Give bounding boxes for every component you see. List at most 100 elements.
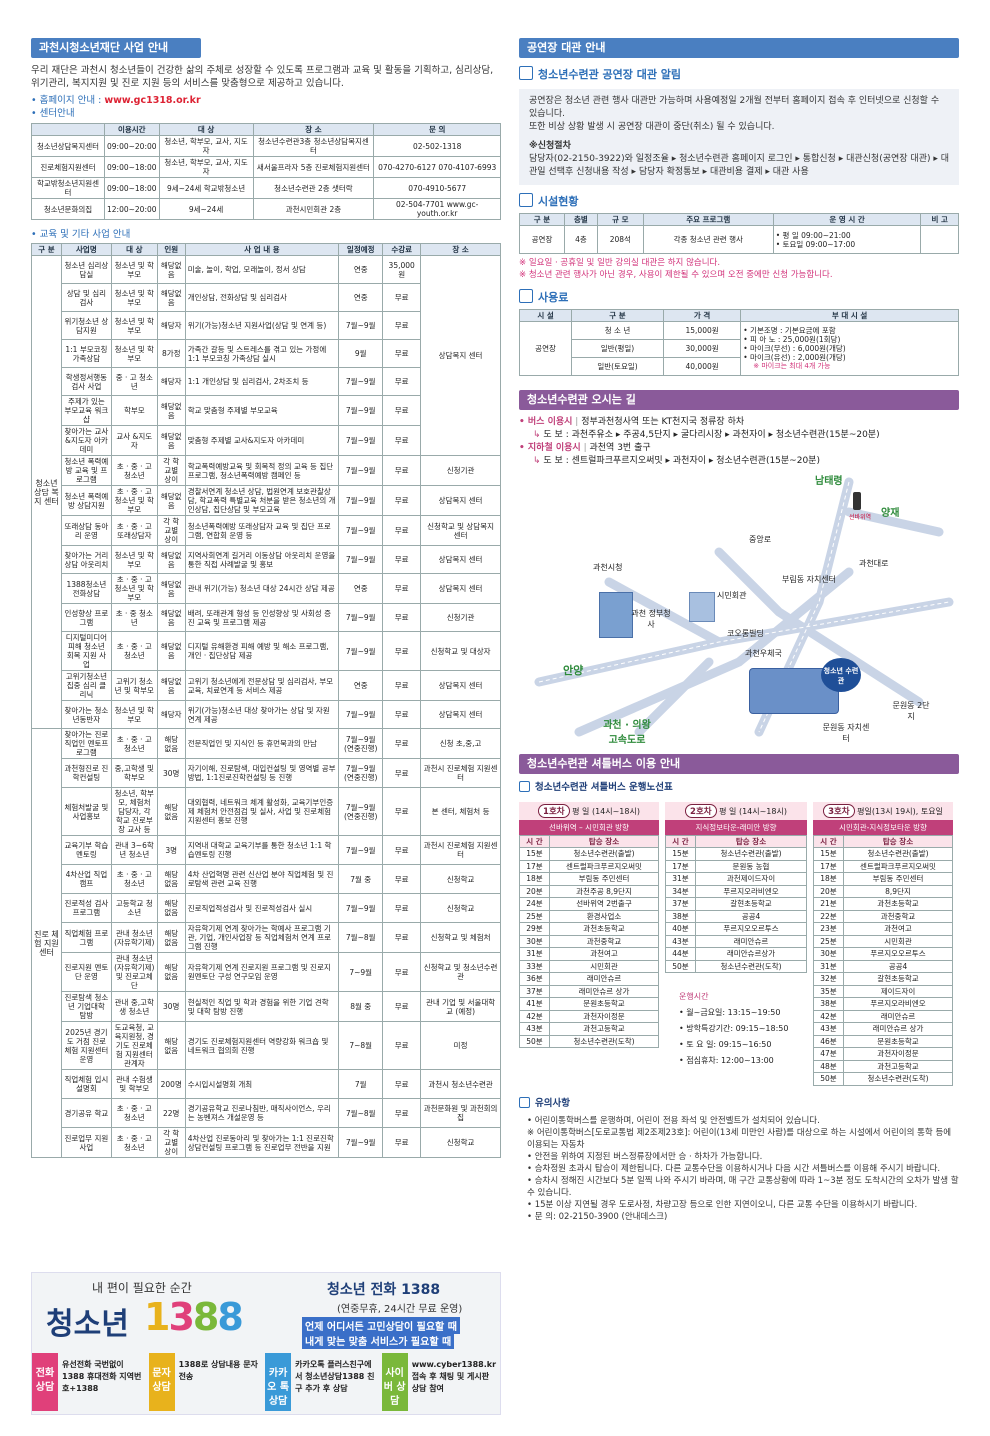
fee-price: 40,000원 <box>662 357 742 376</box>
edu-cell: 7월~9월 <box>338 700 384 729</box>
edu-cell: 신청학교 <box>420 864 501 894</box>
center-cell: 새서울프라자 5층 진로체험지원센터 <box>252 156 375 178</box>
edu-cell: 해당없음 <box>156 395 186 426</box>
fee-extra-note: ※ 마이크는 최대 4개 가능 <box>753 362 831 370</box>
shuttle-ops-line: • 월~금요일: 13:15~19:50 <box>679 1008 781 1017</box>
fee-extra-line: • 마이크(무선) : 6,000원(개당) <box>743 344 846 353</box>
shuttle-stop: 문원동 농협 <box>695 859 807 873</box>
edu-cell: 무료 <box>382 395 422 426</box>
shuttle-stop: 푸르지오라비엔오 <box>695 884 807 898</box>
map-daero: 과천대로 <box>859 559 889 568</box>
facility-hours: • 평 일 09:00~21:00• 토요일 09:00~17:00 <box>772 225 922 254</box>
center-cell: 070-4910-5677 <box>373 177 501 199</box>
edu-header-cell: 수강료 <box>382 243 422 256</box>
edu-cell: 8월 중 <box>338 991 384 1022</box>
shuttle-time: 21분 <box>813 897 844 911</box>
edu-cell: 무료 <box>382 758 422 788</box>
shuttle-time: 15분 <box>665 847 696 861</box>
edu-cell: 7월~9월 <box>338 455 384 486</box>
section-title-directions: 청소년수련관 오시는 길 <box>519 390 959 410</box>
banner-item-key: 카카오 톡상담 <box>265 1353 292 1411</box>
edu-cell: 해당 없음 <box>156 1021 186 1070</box>
edu-cell: 무료 <box>382 545 422 574</box>
shuttle-time: 42분 <box>519 1009 550 1023</box>
facility-cell: 각종 청소년 관련 행사 <box>642 225 774 254</box>
homepage-link[interactable]: www.gc1318.or.kr <box>104 95 201 106</box>
edu-cell: 무료 <box>382 1098 422 1128</box>
edu-cell: 4차 산업혁명 관련 신산업 분야 직업체험 및 진로탐색 관련 교육 진행 <box>184 864 340 894</box>
edu-cell: 2025년 경기도 거점 진로체험 지원센터 운영 <box>60 1021 112 1070</box>
shuttle-stop: 과천여고 <box>549 947 659 961</box>
fee-extra-line: • 피 아 노 : 25,000원(1회당) <box>743 335 841 344</box>
edu-cell: 30명 <box>156 758 186 788</box>
hall-p2: 또한 비상 상황 발생 시 공연장 대관이 중단(취소) 될 수 있습니다. <box>529 122 775 132</box>
caution-item: • 안전을 위하여 지정된 버스정류장에서만 승 · 하차가 가능합니다. <box>527 1151 763 1162</box>
shuttle-time: 50분 <box>813 1072 844 1086</box>
edu-cell: 중 · 고 청소년 <box>110 367 158 396</box>
section-title-foundation: 과천시청소년재단 사업 안내 <box>31 38 201 58</box>
edu-cell: 초 · 중 · 고 청소년 <box>110 728 158 759</box>
fee-header-cell: 가 격 <box>662 309 742 322</box>
shuttle-time: 43분 <box>665 934 696 948</box>
edu-cell: 관내 위기(가능) 청소년 대상 24시간 상담 제공 <box>184 573 340 604</box>
center-cell: 과천시민회관 2층 <box>252 198 375 220</box>
shuttle-route-time: 평 일 (14시~18시) <box>569 807 640 816</box>
edu-cell: 35,000원 <box>382 255 422 284</box>
map-simin: 시민회관 <box>717 591 747 600</box>
edu-cell: 7월~9월 <box>338 893 384 923</box>
shuttle-stop: 래미안슈르상가 <box>695 947 807 961</box>
edu-cell: 신청학교 및 상담복지 센터 <box>420 515 501 546</box>
edu-header-cell: 구 분 <box>31 243 62 256</box>
edu-cell: 무료 <box>382 311 422 340</box>
bus-walk-text: 도 보 : 과천주유소 ▸ 주공4,5단지 ▸ 굴다리시장 ▸ 과천자이 ▸ 청… <box>543 430 880 440</box>
caution-item: ※ 어린이통학버스[도로교통법 제2조제23호]: 어린이(13세 미만인 사람… <box>527 1127 952 1150</box>
edu-cell: 무료 <box>382 367 422 396</box>
shuttle-stop: 문원초등학교 <box>843 1034 953 1048</box>
edu-cell: 7월~9월 <box>338 515 384 546</box>
edu-cell: 7월 <box>338 1069 384 1099</box>
map-bu: 부림동 자치센터 <box>781 575 837 584</box>
shuttle-time: 31분 <box>665 872 696 886</box>
edu-cell: 가족간 갈등 및 스트레스를 겪고 있는 가정에 1:1 부모코칭 가족상담 실… <box>184 339 340 368</box>
edu-cell: 3명 <box>156 835 186 865</box>
banner-title: 청소년 전화 1388 <box>327 1282 441 1298</box>
shuttle-time: 18분 <box>519 872 550 886</box>
intro-text: 우리 재단은 과천시 청소년들이 건강한 삶의 주체로 성장할 수 있도록 프로… <box>31 65 494 89</box>
edu-cell: 청소년 심리상담실 <box>60 255 112 284</box>
edu-cell: 초 · 중 · 고 또래상담자 <box>110 515 158 546</box>
shuttle-stop: 공공4 <box>843 959 953 973</box>
shuttle-stop: 과천여고 <box>843 922 953 936</box>
edu-cell: 찾아가는 청소년동반자 <box>60 700 112 729</box>
edu-cell: 해당없음 <box>156 603 186 632</box>
edu-cell: 7월~9월 <box>338 603 384 632</box>
shuttle-route-dir: 시민회관-지식정보타운 방향 <box>813 820 953 835</box>
shuttle-time: 15분 <box>519 847 550 861</box>
shuttle-stop: 과천초등학교 <box>843 897 953 911</box>
edu-header-cell: 일정예정 <box>338 243 384 256</box>
shuttle-route-head: 3호차 평일(13시 19시), 토요일 <box>813 802 953 820</box>
shuttle-time: 20분 <box>813 884 844 898</box>
edu-cell: 상담복지 센터 <box>420 670 501 701</box>
